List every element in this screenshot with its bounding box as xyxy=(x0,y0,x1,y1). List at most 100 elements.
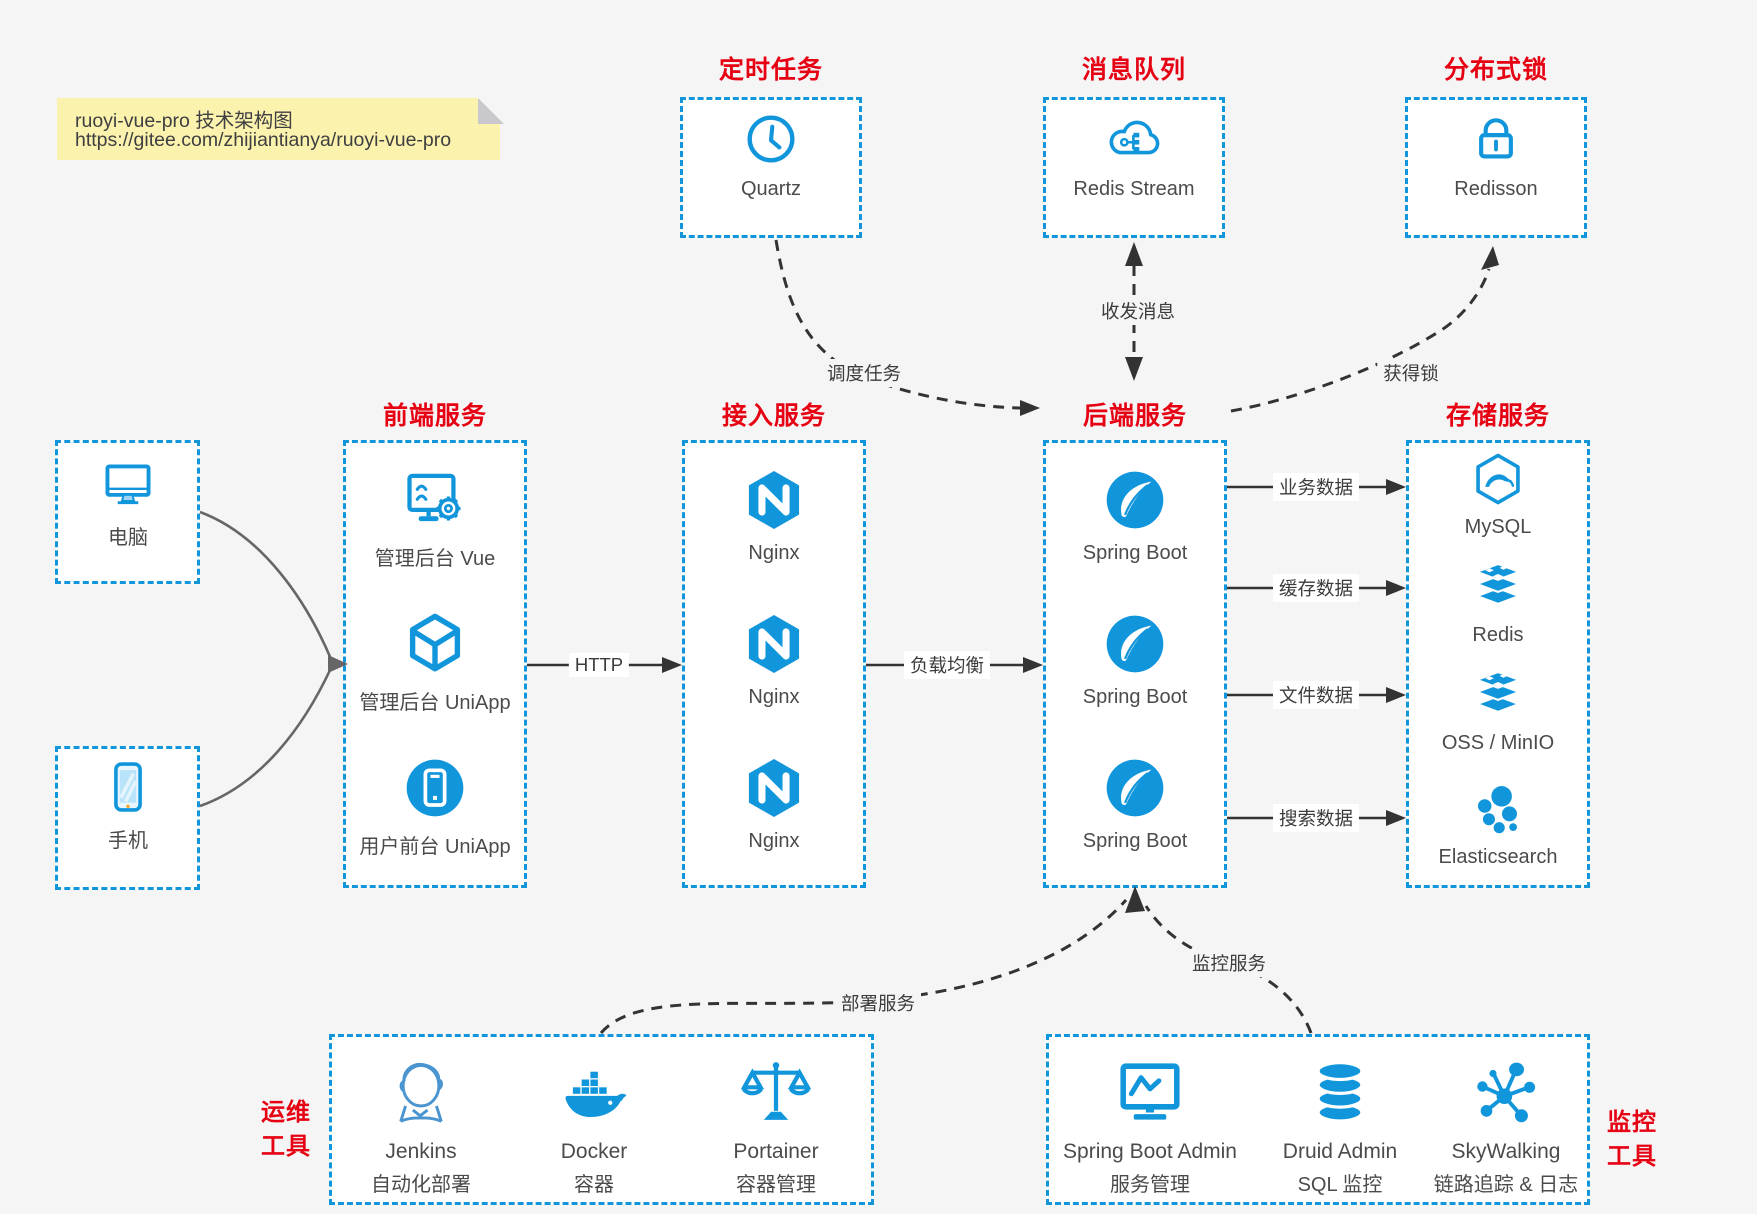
node-label: 电脑 xyxy=(108,527,148,549)
ops-tools-box xyxy=(329,1034,874,1205)
node-label: Nginx xyxy=(748,830,800,852)
node-label: 管理后台 Vue xyxy=(374,548,496,570)
arrowhead-search-data xyxy=(1386,810,1406,826)
edge-label-business-data: 业务数据 xyxy=(1272,473,1360,501)
node-nginx-2: Nginx xyxy=(684,610,864,709)
node-quartz: Quartz xyxy=(681,108,861,201)
elasticsearch-icon xyxy=(1469,780,1527,838)
note-url: https://gitee.com/zhijiantianya/ruoyi-vu… xyxy=(75,129,452,151)
node-redisson: Redisson xyxy=(1406,108,1586,201)
node-subtitle: 容器管理 xyxy=(736,1174,816,1196)
node-label: Quartz xyxy=(740,178,802,200)
note-title: ruoyi-vue-pro 技术架构图 xyxy=(75,110,293,132)
edge-label-load-balance: 负载均衡 xyxy=(903,651,991,679)
node-portainer: Portainer 容器管理 xyxy=(676,1054,876,1197)
lock-icon xyxy=(1465,108,1527,170)
spring-boot-admin-icon xyxy=(1111,1054,1189,1132)
desktop-icon xyxy=(99,455,157,513)
druid-icon xyxy=(1301,1054,1379,1132)
node-mobile: 手机 xyxy=(38,758,218,853)
node-user-uniapp: 用户前台 UniApp xyxy=(345,754,525,859)
node-elasticsearch: Elasticsearch xyxy=(1408,780,1588,869)
node-label: Spring Boot xyxy=(1082,830,1188,852)
node-label: 手机 xyxy=(108,830,148,852)
mysql-icon xyxy=(1469,450,1527,508)
node-label: Elasticsearch xyxy=(1438,846,1558,868)
docker-icon xyxy=(555,1054,633,1132)
title-access-services: 接入服务 xyxy=(721,402,827,430)
edge-label-deploy-services: 部署服务 xyxy=(834,989,922,1017)
title-storage-services: 存储服务 xyxy=(1445,402,1551,430)
arrowhead-messages-up xyxy=(1125,242,1143,266)
node-mysql: MySQL xyxy=(1408,450,1588,539)
spring-boot-icon xyxy=(1101,610,1169,678)
arrowhead-file-data xyxy=(1386,687,1406,703)
node-title: Druid Admin xyxy=(1282,1140,1398,1163)
edge-label-search-data: 搜索数据 xyxy=(1272,804,1360,832)
arrowhead-deploy-monitor xyxy=(1125,886,1145,913)
arrowhead-http xyxy=(662,657,682,673)
ops-tools-side-label-line2: 工具 xyxy=(261,1133,311,1160)
mobile-icon xyxy=(99,758,157,816)
node-label: Spring Boot xyxy=(1082,542,1188,564)
node-admin-uniapp: 管理后台 UniApp xyxy=(345,610,525,715)
node-spring-boot-admin: Spring Boot Admin 服务管理 xyxy=(1050,1054,1250,1197)
redis-stream-box xyxy=(1043,97,1225,238)
node-subtitle: 自动化部署 xyxy=(371,1174,471,1196)
node-label: 用户前台 UniApp xyxy=(359,836,511,858)
monitor-tools-side-label-line2: 工具 xyxy=(1607,1143,1657,1170)
node-spring-boot-3: Spring Boot xyxy=(1045,754,1225,853)
note-fold-corner xyxy=(478,98,504,124)
node-label: Redis xyxy=(1472,624,1524,646)
mobile-client-box xyxy=(55,746,200,890)
node-nginx-1: Nginx xyxy=(684,466,864,565)
arrowhead-cache-data xyxy=(1386,580,1406,596)
edge-label-cache-data: 缓存数据 xyxy=(1272,574,1360,602)
arrowhead-schedule-tasks xyxy=(1020,400,1040,416)
nginx-icon xyxy=(740,754,808,822)
node-label: Spring Boot xyxy=(1082,686,1188,708)
edge-mobile-to-frontend xyxy=(199,667,333,808)
node-redis: Redis xyxy=(1408,558,1588,647)
redis-icon xyxy=(1469,558,1527,616)
node-jenkins: Jenkins 自动化部署 xyxy=(321,1054,521,1197)
admin-uniapp-cube-icon xyxy=(401,610,469,678)
node-label: Redisson xyxy=(1454,178,1538,200)
node-spring-boot-2: Spring Boot xyxy=(1045,610,1225,709)
portainer-icon xyxy=(737,1054,815,1132)
node-title: SkyWalking xyxy=(1451,1140,1561,1163)
node-label: Redis Stream xyxy=(1073,178,1195,200)
node-spring-boot-1: Spring Boot xyxy=(1045,466,1225,565)
title-frontend-services: 前端服务 xyxy=(382,402,488,430)
oss-minio-icon xyxy=(1469,666,1527,724)
quartz-box xyxy=(680,97,862,238)
ops-tools-side-label: 运维 工具 xyxy=(250,1096,322,1164)
nginx-icon xyxy=(740,610,808,678)
pc-client-box xyxy=(55,440,200,584)
clock-icon xyxy=(740,108,802,170)
node-title: Portainer xyxy=(733,1140,819,1163)
monitor-tools-side-label-line1: 监控 xyxy=(1607,1109,1657,1136)
arrowhead-load-balance xyxy=(1023,657,1043,673)
node-label: MySQL xyxy=(1464,516,1532,538)
admin-vue-icon xyxy=(401,466,469,534)
spring-boot-icon xyxy=(1101,466,1169,534)
node-title: Spring Boot Admin xyxy=(1063,1140,1237,1163)
edge-label-schedule-tasks: 调度任务 xyxy=(820,359,908,387)
node-admin-vue: 管理后台 Vue xyxy=(345,466,525,571)
node-subtitle: SQL 监控 xyxy=(1297,1174,1383,1196)
edge-label-acquire-lock: 获得锁 xyxy=(1377,359,1445,387)
node-label: Nginx xyxy=(748,686,800,708)
node-title: Jenkins xyxy=(385,1140,457,1163)
node-subtitle: 服务管理 xyxy=(1110,1174,1190,1196)
edge-label-monitor-services: 监控服务 xyxy=(1185,949,1273,977)
node-redis-stream: Redis Stream xyxy=(1044,108,1224,201)
title-scheduled-tasks: 定时任务 xyxy=(718,56,824,84)
arrowhead-acquire-lock xyxy=(1481,246,1499,270)
storage-services-box xyxy=(1406,440,1590,888)
nginx-icon xyxy=(740,466,808,534)
node-nginx-3: Nginx xyxy=(684,754,864,853)
node-subtitle: 容器 xyxy=(574,1174,614,1196)
arrowhead-business-data xyxy=(1386,479,1406,495)
